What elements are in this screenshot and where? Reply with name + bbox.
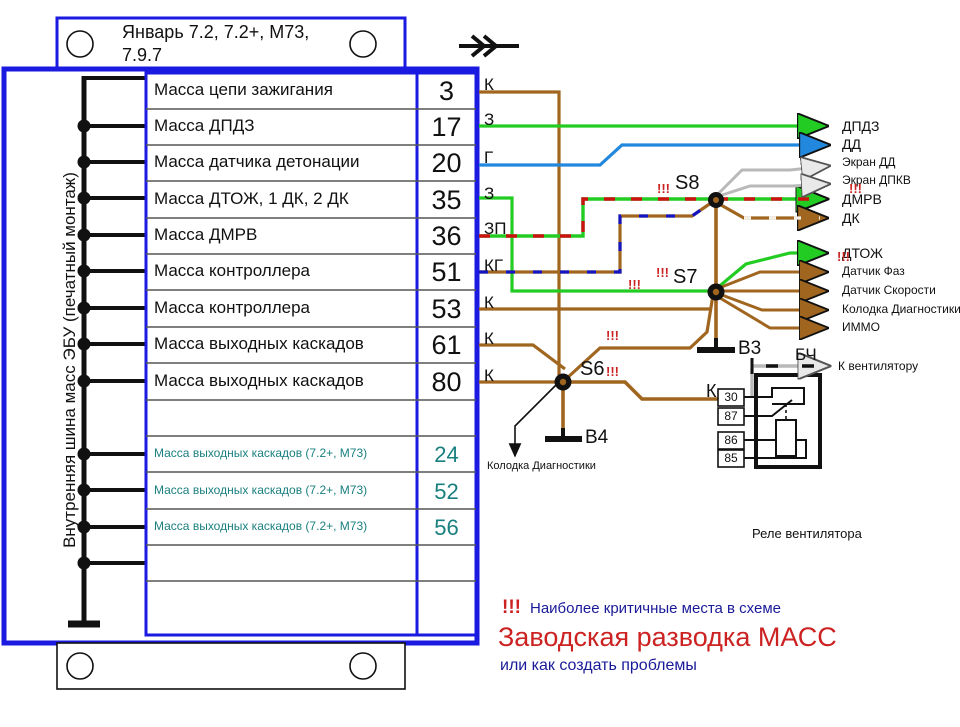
wire-code-label: К	[484, 75, 494, 94]
junction-label-s8: S8	[675, 172, 700, 194]
footer-tab-frame	[56, 642, 406, 690]
pin-row-number: 24	[434, 442, 459, 467]
ground-label-b4: B4	[585, 427, 609, 448]
relay-terminal-87: 87	[724, 409, 738, 423]
critical-mark: !!!	[837, 249, 850, 264]
pin-row-number: 61	[431, 330, 462, 360]
pin-row-label: Масса контроллера	[154, 297, 310, 317]
pin-row-label: Масса выходных каскадов (7.2+, M73)	[154, 482, 368, 497]
pin-table-grid	[144, 71, 478, 637]
destination-label: Датчик Фаз	[842, 264, 905, 278]
internal-bus-side-label: Внутренняя шина масс ЭБУ (печатный монта…	[60, 172, 79, 548]
wire-s7-diag	[721, 293, 826, 310]
pin-row-number: 52	[434, 478, 459, 504]
wire-shield-dd	[714, 166, 828, 198]
relay-caption: Реле вентилятора	[752, 526, 862, 541]
junction-node-s7	[707, 283, 725, 301]
wire-code-label: Г	[484, 148, 494, 167]
pin-row-label: Масса датчика детонации	[154, 152, 360, 171]
pin-row-label: Масса выходных каскадов	[154, 370, 364, 390]
wire-s7-ground-b3	[697, 292, 735, 353]
pin-row-number: 35	[431, 184, 462, 215]
wire-kg-dk	[479, 201, 826, 274]
critical-mark: !!!	[657, 181, 670, 196]
wire-s7-immo	[719, 296, 826, 328]
wire-code-label: КГ	[484, 256, 504, 275]
pin-row-number: 17	[431, 112, 462, 142]
wire-code-label: К	[484, 366, 494, 385]
header-tab-frame	[55, 16, 407, 72]
internal-ground-bus	[68, 76, 146, 628]
wire-code-label: К	[484, 293, 494, 312]
wire-s7-dtoj	[714, 253, 826, 291]
junction-label-s6: S6	[580, 358, 605, 380]
destination-label: ДПДЗ	[842, 118, 880, 134]
wire-code-label: З	[484, 110, 495, 129]
wire-s6-ground-b4	[545, 384, 582, 442]
destination-label: ИММО	[842, 320, 880, 334]
footer-title: Заводская разводка МАСС	[498, 622, 837, 652]
critical-mark: !!!	[656, 265, 669, 280]
wire-s7-phase	[718, 272, 826, 290]
header-title-line1: Январь 7.2, 7.2+, M73,	[122, 22, 310, 42]
junction-label-s7: S7	[673, 266, 698, 288]
pin-row-label: Масса выходных каскадов	[154, 334, 364, 353]
footer-legend-marks: !!!	[502, 597, 521, 618]
relay-terminal-85: 85	[724, 451, 738, 465]
pin-row-number: 56	[434, 515, 459, 540]
destination-label: ДМРВ	[842, 191, 882, 207]
destination-label: Колодка Диагностики	[842, 302, 960, 316]
pin-row-number: 3	[438, 76, 455, 106]
diag-connector-annotation: Колодка Диагностики	[487, 460, 596, 472]
wire-k-s6-feed-a	[479, 343, 566, 371]
destination-label: Датчик Скорости	[842, 283, 936, 297]
fan-wire-code-label: БЧ	[795, 345, 817, 364]
relay-terminal-86: 86	[724, 433, 738, 447]
pin-row-label: Масса ДТОЖ, 1 ДК, 2 ДК	[154, 188, 349, 208]
junction-node-s8	[708, 192, 724, 208]
footer-legend-text: Наиболее критичные места в схеме	[530, 600, 782, 617]
wire-g-dd	[479, 145, 828, 167]
critical-mark: !!!	[606, 328, 619, 343]
wire-code-label: З	[484, 184, 495, 203]
pin-row-number: 36	[431, 221, 462, 251]
relay-input-wire-code: К	[706, 381, 717, 401]
critical-mark: !!!	[849, 181, 862, 196]
wire-zp-dmrv	[479, 199, 826, 238]
junction-node-s6	[554, 373, 572, 391]
direction-arrow-icon	[459, 34, 519, 58]
critical-mark: !!!	[628, 277, 641, 292]
pin-row-label: Масса выходных каскадов (7.2+, M73)	[154, 446, 368, 460]
wire-code-label: ЗП	[484, 219, 507, 238]
destination-label: ДТОЖ	[842, 245, 883, 261]
pin-row-number: 80	[431, 366, 462, 397]
wire-s6-to-s7	[564, 294, 715, 381]
ground-label-b3: B3	[738, 338, 762, 359]
critical-mark: !!!	[606, 364, 619, 379]
footer-subtitle: или как создать проблемы	[500, 657, 697, 674]
destination-label: ДК	[842, 210, 860, 226]
fan-relay-symbol	[717, 373, 822, 469]
destination-label: ДД	[842, 136, 861, 152]
pin-row-number: 20	[431, 148, 462, 178]
wire-shield-dpkv	[715, 184, 828, 199]
wire-code-label: К	[484, 329, 494, 348]
relay-terminal-30: 30	[724, 390, 738, 404]
wire-s6-to-relay-87	[566, 380, 718, 401]
pin-row-label: Масса выходных каскадов (7.2+, M73)	[154, 519, 368, 533]
pin-row-label: Масса контроллера	[154, 261, 310, 280]
pointer-diag-connector	[508, 384, 557, 458]
wire-fan-output	[750, 358, 828, 396]
wire-k-ignition	[479, 90, 561, 385]
destination-label: Экран ДПКВ	[842, 173, 911, 187]
destination-label: Экран ДД	[842, 155, 896, 169]
pin-row-number: 51	[431, 257, 462, 287]
header-title-line2: 7.9.7	[122, 45, 163, 65]
pin-row-label: Масса цепи зажигания	[154, 80, 333, 99]
fan-output-label: К вентилятору	[838, 359, 919, 373]
pin-row-label: Масса ДМРВ	[154, 225, 258, 244]
pin-row-label: Масса ДПДЗ	[154, 116, 255, 135]
pin-row-number: 53	[431, 293, 462, 324]
